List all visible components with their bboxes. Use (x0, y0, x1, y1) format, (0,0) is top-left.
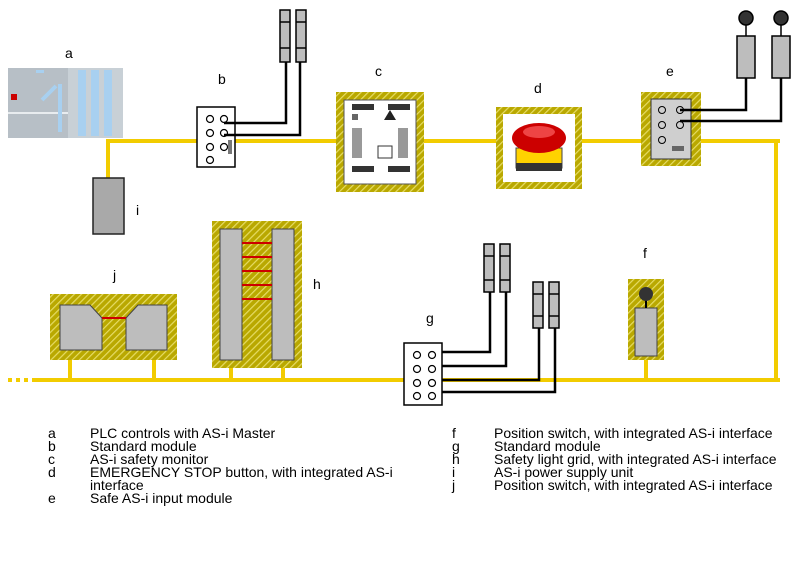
safety-light-grid-h (212, 221, 302, 368)
label-g: g (426, 310, 434, 326)
safety-monitor-c (336, 92, 424, 192)
label-j: j (112, 267, 116, 283)
label-e: e (666, 63, 674, 79)
standard-module-g (404, 343, 442, 405)
plc-controller-a (8, 68, 123, 138)
power-supply-i (93, 178, 124, 234)
label-f: f (643, 245, 647, 261)
label-d: d (534, 80, 542, 96)
position-switch-pair-e (737, 11, 790, 78)
emergency-stop-d (496, 107, 582, 189)
position-switch-f (628, 279, 664, 360)
position-switch-j (50, 294, 177, 360)
standard-module-b (197, 107, 235, 167)
sensor-cables-b (224, 62, 300, 135)
sensor-pairs-g (484, 244, 559, 328)
safe-input-module-e (641, 92, 701, 166)
label-c: c (375, 63, 382, 79)
label-b: b (218, 71, 226, 87)
label-a: a (65, 45, 73, 61)
sensor-pair-b (280, 10, 306, 62)
label-h: h (313, 276, 321, 292)
as-i-network-diagram: a b c (0, 0, 798, 420)
label-i: i (136, 202, 139, 218)
